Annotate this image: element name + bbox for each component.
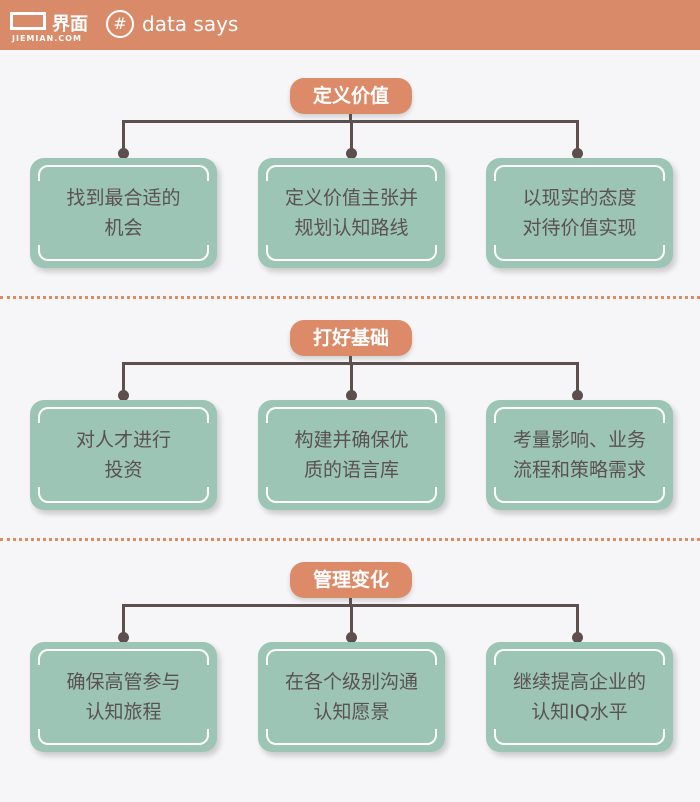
section-divider <box>0 296 700 299</box>
connector-dot <box>346 148 357 159</box>
connector-line <box>576 362 579 394</box>
connector-line <box>576 604 579 636</box>
item-text: 以现实的态度 对待价值实现 <box>522 187 637 239</box>
item-box: 考量影响、业务 流程和策略需求 <box>486 400 673 510</box>
connector-dot <box>572 632 583 643</box>
connector-dot <box>118 390 129 401</box>
item-box: 找到最合适的 机会 <box>30 158 217 268</box>
section-divider <box>0 538 700 541</box>
connector-dot <box>118 148 129 159</box>
item-text: 确保高管参与 认知旅程 <box>66 671 181 723</box>
connector-line <box>349 598 352 606</box>
item-text: 对人才进行 投资 <box>75 429 171 481</box>
connector-dot <box>118 632 129 643</box>
item-text: 定义价值主张并 规划认知路线 <box>284 187 418 239</box>
item-box: 定义价值主张并 规划认知路线 <box>258 158 445 268</box>
logo-text: 界面 <box>52 14 88 35</box>
connector-dot <box>572 390 583 401</box>
section-title: 打好基础 <box>290 320 412 356</box>
connector-line <box>350 604 353 636</box>
connector-line <box>122 362 125 394</box>
item-box: 以现实的态度 对待价值实现 <box>486 158 673 268</box>
connector-line <box>350 362 353 394</box>
logo-domain: JIEMIAN.COM <box>12 34 82 43</box>
item-text: 继续提高企业的 认知IQ水平 <box>512 671 646 723</box>
connector-dot <box>346 632 357 643</box>
logo-mark-icon <box>10 12 46 30</box>
item-text: 构建并确保优 质的语言库 <box>294 429 409 481</box>
brand-name: data says <box>142 12 239 36</box>
section-title: 管理变化 <box>290 562 412 598</box>
connector-line <box>576 120 579 152</box>
header-bar: 界面 JIEMIAN.COM # data says <box>0 0 700 50</box>
item-box: 确保高管参与 认知旅程 <box>30 642 217 752</box>
connector-line <box>350 120 353 152</box>
section-title: 定义价值 <box>290 78 412 114</box>
item-box: 继续提高企业的 认知IQ水平 <box>486 642 673 752</box>
connector-line <box>122 604 125 636</box>
item-box: 构建并确保优 质的语言库 <box>258 400 445 510</box>
connector-line <box>122 120 125 152</box>
connector-dot <box>346 390 357 401</box>
data-says-icon: # <box>106 10 134 38</box>
connector-line <box>349 114 352 122</box>
connector-dot <box>572 148 583 159</box>
connector-line <box>349 356 352 364</box>
item-text: 找到最合适的 机会 <box>66 187 181 239</box>
item-box: 对人才进行 投资 <box>30 400 217 510</box>
item-text: 考量影响、业务 流程和策略需求 <box>512 429 646 481</box>
item-text: 在各个级别沟通 认知愿景 <box>284 671 418 723</box>
item-box: 在各个级别沟通 认知愿景 <box>258 642 445 752</box>
